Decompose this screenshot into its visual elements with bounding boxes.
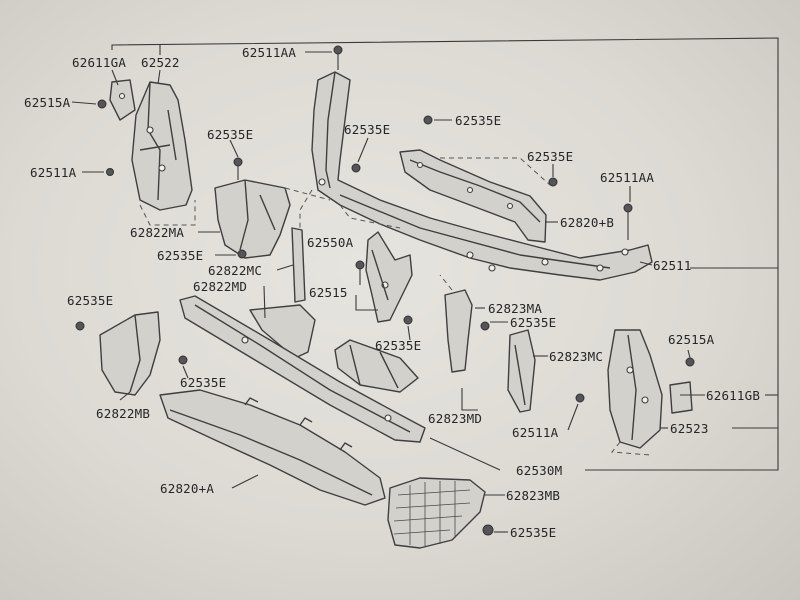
label-62515A-left[interactable]: 62515A	[24, 95, 71, 110]
part-62822MA-air-guide[interactable]	[214, 179, 331, 259]
part-labels: 62611GA 62522 62515A 62511A 62511AA 6253…	[24, 45, 760, 540]
label-62511AA-right[interactable]: 62511AA	[600, 170, 654, 185]
label-62822MC[interactable]: 62822MC	[208, 263, 262, 278]
frame-lines	[111, 37, 779, 471]
label-62823MA[interactable]: 62823MA	[488, 301, 542, 316]
label-62822MB[interactable]: 62822MB	[96, 406, 150, 421]
label-62822MA[interactable]: 62822MA	[130, 225, 184, 240]
leader-lines	[71, 51, 705, 533]
part-62515-lock-stay[interactable]	[365, 231, 413, 323]
label-62522[interactable]: 62522	[141, 55, 180, 70]
label-62823MC[interactable]: 62823MC	[549, 349, 603, 364]
part-62530M-lower-bar[interactable]	[179, 295, 426, 443]
label-62530M[interactable]: 62530M	[516, 463, 562, 478]
label-62550A[interactable]: 62550A	[307, 235, 354, 250]
part-62822MD-duct[interactable]	[249, 304, 316, 359]
label-62611GB[interactable]: 62611GB	[706, 388, 760, 403]
label-62535E-b[interactable]: 62535E	[344, 122, 390, 137]
label-62823MD[interactable]: 62823MD	[428, 411, 482, 426]
label-62535E-e[interactable]: 62535E	[157, 248, 203, 263]
label-62515A-right[interactable]: 62515A	[668, 332, 715, 347]
fastener-markers	[75, 45, 695, 536]
label-62823MB[interactable]: 62823MB	[506, 488, 560, 503]
part-62820A-lower-bar[interactable]	[159, 389, 386, 506]
label-62611GA[interactable]: 62611GA	[72, 55, 126, 70]
label-62535E-g[interactable]: 62535E	[510, 315, 556, 330]
label-62822MD[interactable]: 62822MD	[193, 279, 247, 294]
part-62611GA-bracket[interactable]	[109, 79, 136, 121]
part-62823MD-duct[interactable]	[334, 339, 419, 393]
label-62535E-c[interactable]: 62535E	[455, 113, 501, 128]
label-62523[interactable]: 62523	[670, 421, 709, 436]
label-62511[interactable]: 62511	[653, 258, 692, 273]
part-62822MB-air-guide[interactable]	[99, 311, 161, 396]
part-62822MC-seal[interactable]	[291, 227, 306, 303]
label-62511AA-top[interactable]: 62511AA	[242, 45, 296, 60]
label-62535E-j[interactable]: 62535E	[510, 525, 556, 540]
label-62535E-a[interactable]: 62535E	[207, 127, 253, 142]
part-62823MA-bracket[interactable]	[439, 274, 473, 373]
label-62535E-d[interactable]: 62535E	[527, 149, 573, 164]
label-62820A[interactable]: 62820+A	[160, 481, 214, 496]
part-62522-side-bracket[interactable]	[131, 81, 196, 226]
label-62535E-f[interactable]: 62535E	[67, 293, 113, 308]
label-62515[interactable]: 62515	[309, 285, 348, 300]
part-62823MC-side-guide[interactable]	[507, 329, 536, 413]
label-62535E-h[interactable]: 62535E	[375, 338, 421, 353]
part-62823MB-under-cover[interactable]	[387, 477, 486, 549]
part-62820B-upper-bar[interactable]	[399, 149, 551, 243]
part-62523-side-bracket[interactable]	[607, 329, 663, 456]
label-62511A-right[interactable]: 62511A	[512, 425, 559, 440]
label-62535E-i[interactable]: 62535E	[180, 375, 226, 390]
label-62820B[interactable]: 62820+B	[560, 215, 614, 230]
label-62511A-left[interactable]: 62511A	[30, 165, 77, 180]
part-62611GB-bracket[interactable]	[669, 381, 693, 414]
